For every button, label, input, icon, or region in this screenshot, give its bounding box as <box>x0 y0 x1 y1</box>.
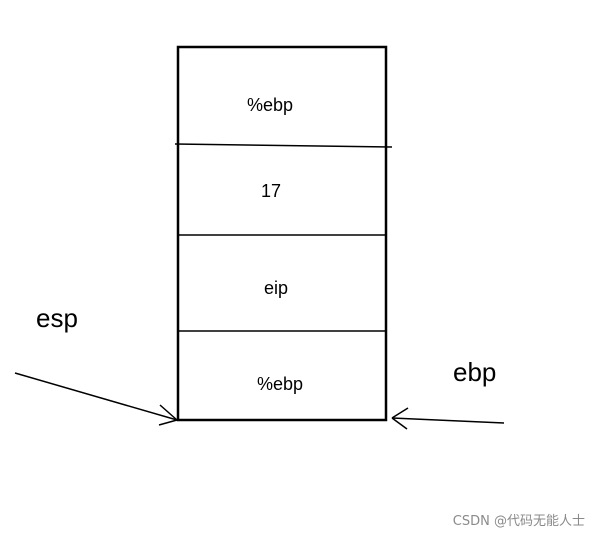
stack-cell-value-17: 17 <box>261 181 281 201</box>
ebp-label: ebp <box>453 357 496 387</box>
stack-frame-box <box>176 45 388 422</box>
cell-divider-1 <box>174 143 393 148</box>
stack-cell-saved-ebp-top: %ebp <box>247 95 293 115</box>
esp-label: esp <box>36 303 78 333</box>
ebp-arrow <box>391 407 505 430</box>
stack-cell-saved-ebp-bottom: %ebp <box>257 374 303 394</box>
esp-arrow <box>14 372 178 426</box>
csdn-watermark: CSDN @代码无能人士 <box>452 514 585 529</box>
stack-cell-eip: eip <box>264 278 288 298</box>
